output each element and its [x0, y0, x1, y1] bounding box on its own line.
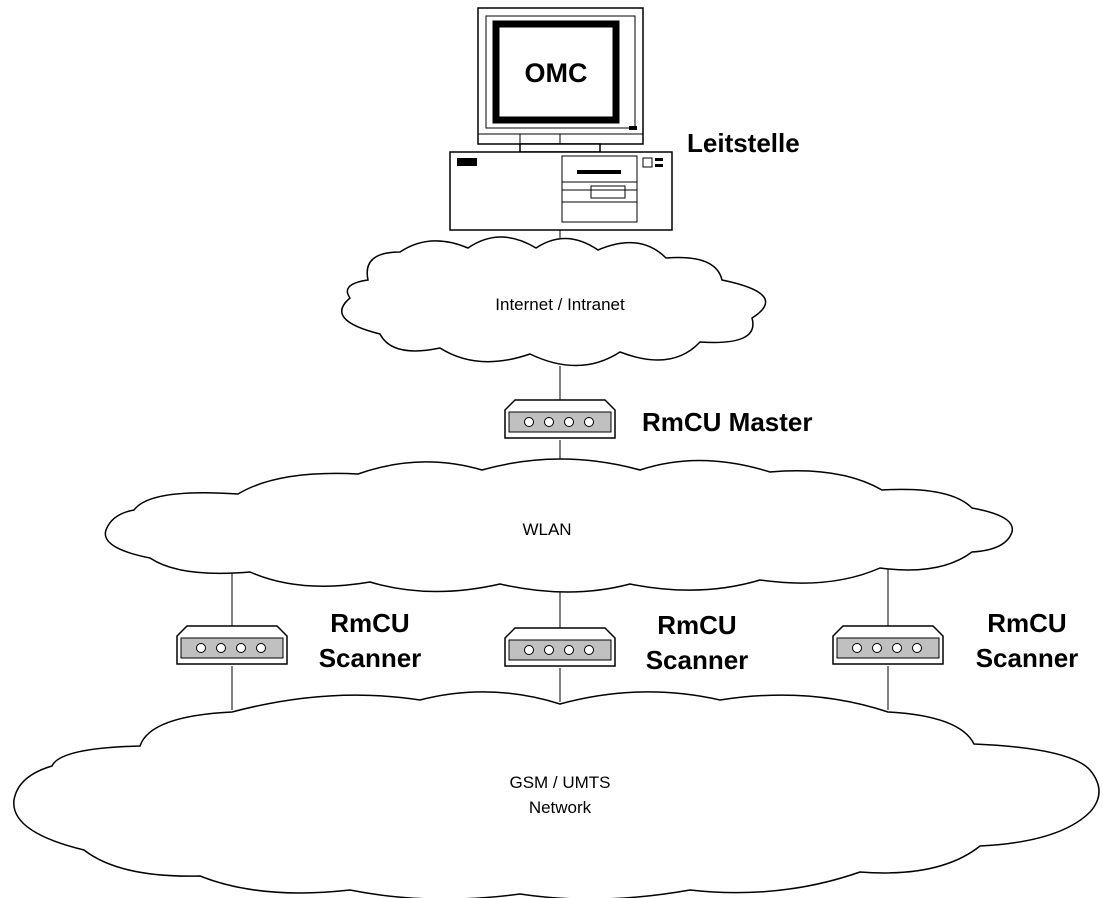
- led-1: [852, 643, 862, 653]
- led-4: [584, 645, 594, 655]
- led-1: [524, 645, 534, 655]
- rmcu-scanner-device-1: [176, 625, 288, 665]
- computer-case: [449, 151, 673, 231]
- led-3: [892, 643, 902, 653]
- omc-workstation: [449, 7, 673, 231]
- scanner-3-label-line2: Scanner: [976, 643, 1079, 673]
- master-label: RmCU Master: [642, 407, 813, 437]
- omc-screen-label: OMC: [525, 58, 588, 88]
- internet-cloud: [341, 236, 767, 367]
- rmcu-scanner-device-3: [832, 625, 944, 665]
- gsm-label-line2: Network: [529, 798, 592, 817]
- led-3: [564, 645, 574, 655]
- monitor-bezel: [485, 15, 636, 129]
- led-2: [544, 645, 554, 655]
- rmcu-master-device: [504, 399, 616, 439]
- monitor-power-led: [629, 126, 637, 130]
- scanner-1-label-line1: RmCU: [330, 608, 409, 638]
- led-1: [524, 417, 534, 427]
- gsm-label-line1: GSM / UMTS: [509, 773, 610, 792]
- led-4: [584, 417, 594, 427]
- wlan-cloud: [104, 458, 1013, 593]
- led-2: [872, 643, 882, 653]
- monitor-screen: [492, 20, 620, 124]
- scanner-2-label-line1: RmCU: [657, 610, 736, 640]
- led-1: [196, 643, 206, 653]
- led-3: [564, 417, 574, 427]
- monitor-stand: [519, 143, 601, 153]
- internet-label: Internet / Intranet: [495, 295, 625, 314]
- leitstelle-label: Leitstelle: [687, 128, 800, 158]
- scanner-3-label-line1: RmCU: [987, 608, 1066, 638]
- led-4: [256, 643, 266, 653]
- scanner-1-label-line2: Scanner: [319, 643, 422, 673]
- drive-bays: [561, 155, 638, 223]
- gsm-umts-cloud: [13, 691, 1100, 898]
- scanner-2-label-line2: Scanner: [646, 645, 749, 675]
- computer-power-button: [457, 158, 477, 166]
- led-4: [912, 643, 922, 653]
- led-2: [544, 417, 554, 427]
- led-2: [216, 643, 226, 653]
- led-3: [236, 643, 246, 653]
- rmcu-scanner-device-2: [504, 627, 616, 667]
- wlan-label: WLAN: [522, 520, 571, 539]
